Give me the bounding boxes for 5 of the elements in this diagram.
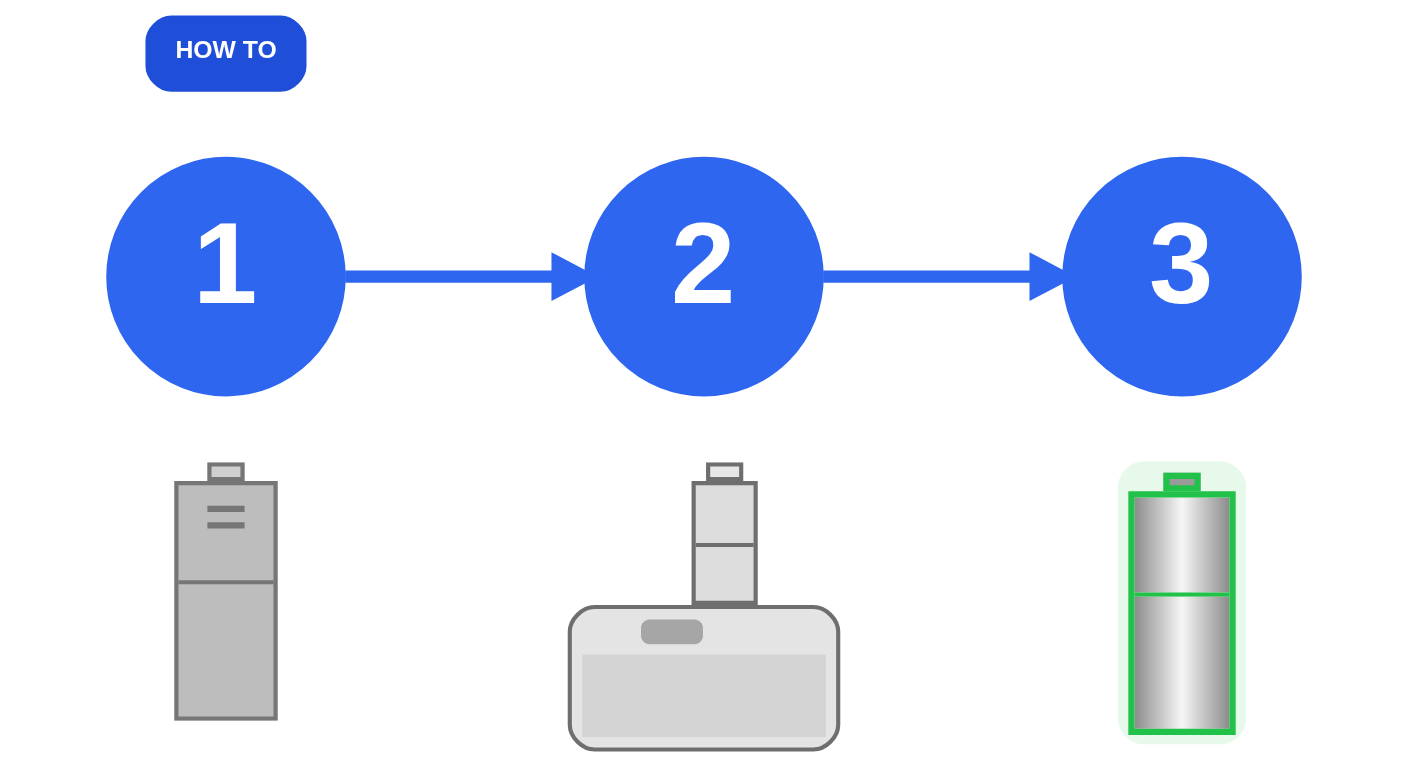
node-box: HOW TO (145, 15, 307, 92)
node-circle: 1 (106, 156, 346, 397)
node-circle: 2 (584, 156, 824, 397)
node-circle: 3 (1062, 156, 1302, 397)
node-picture (1118, 461, 1246, 745)
